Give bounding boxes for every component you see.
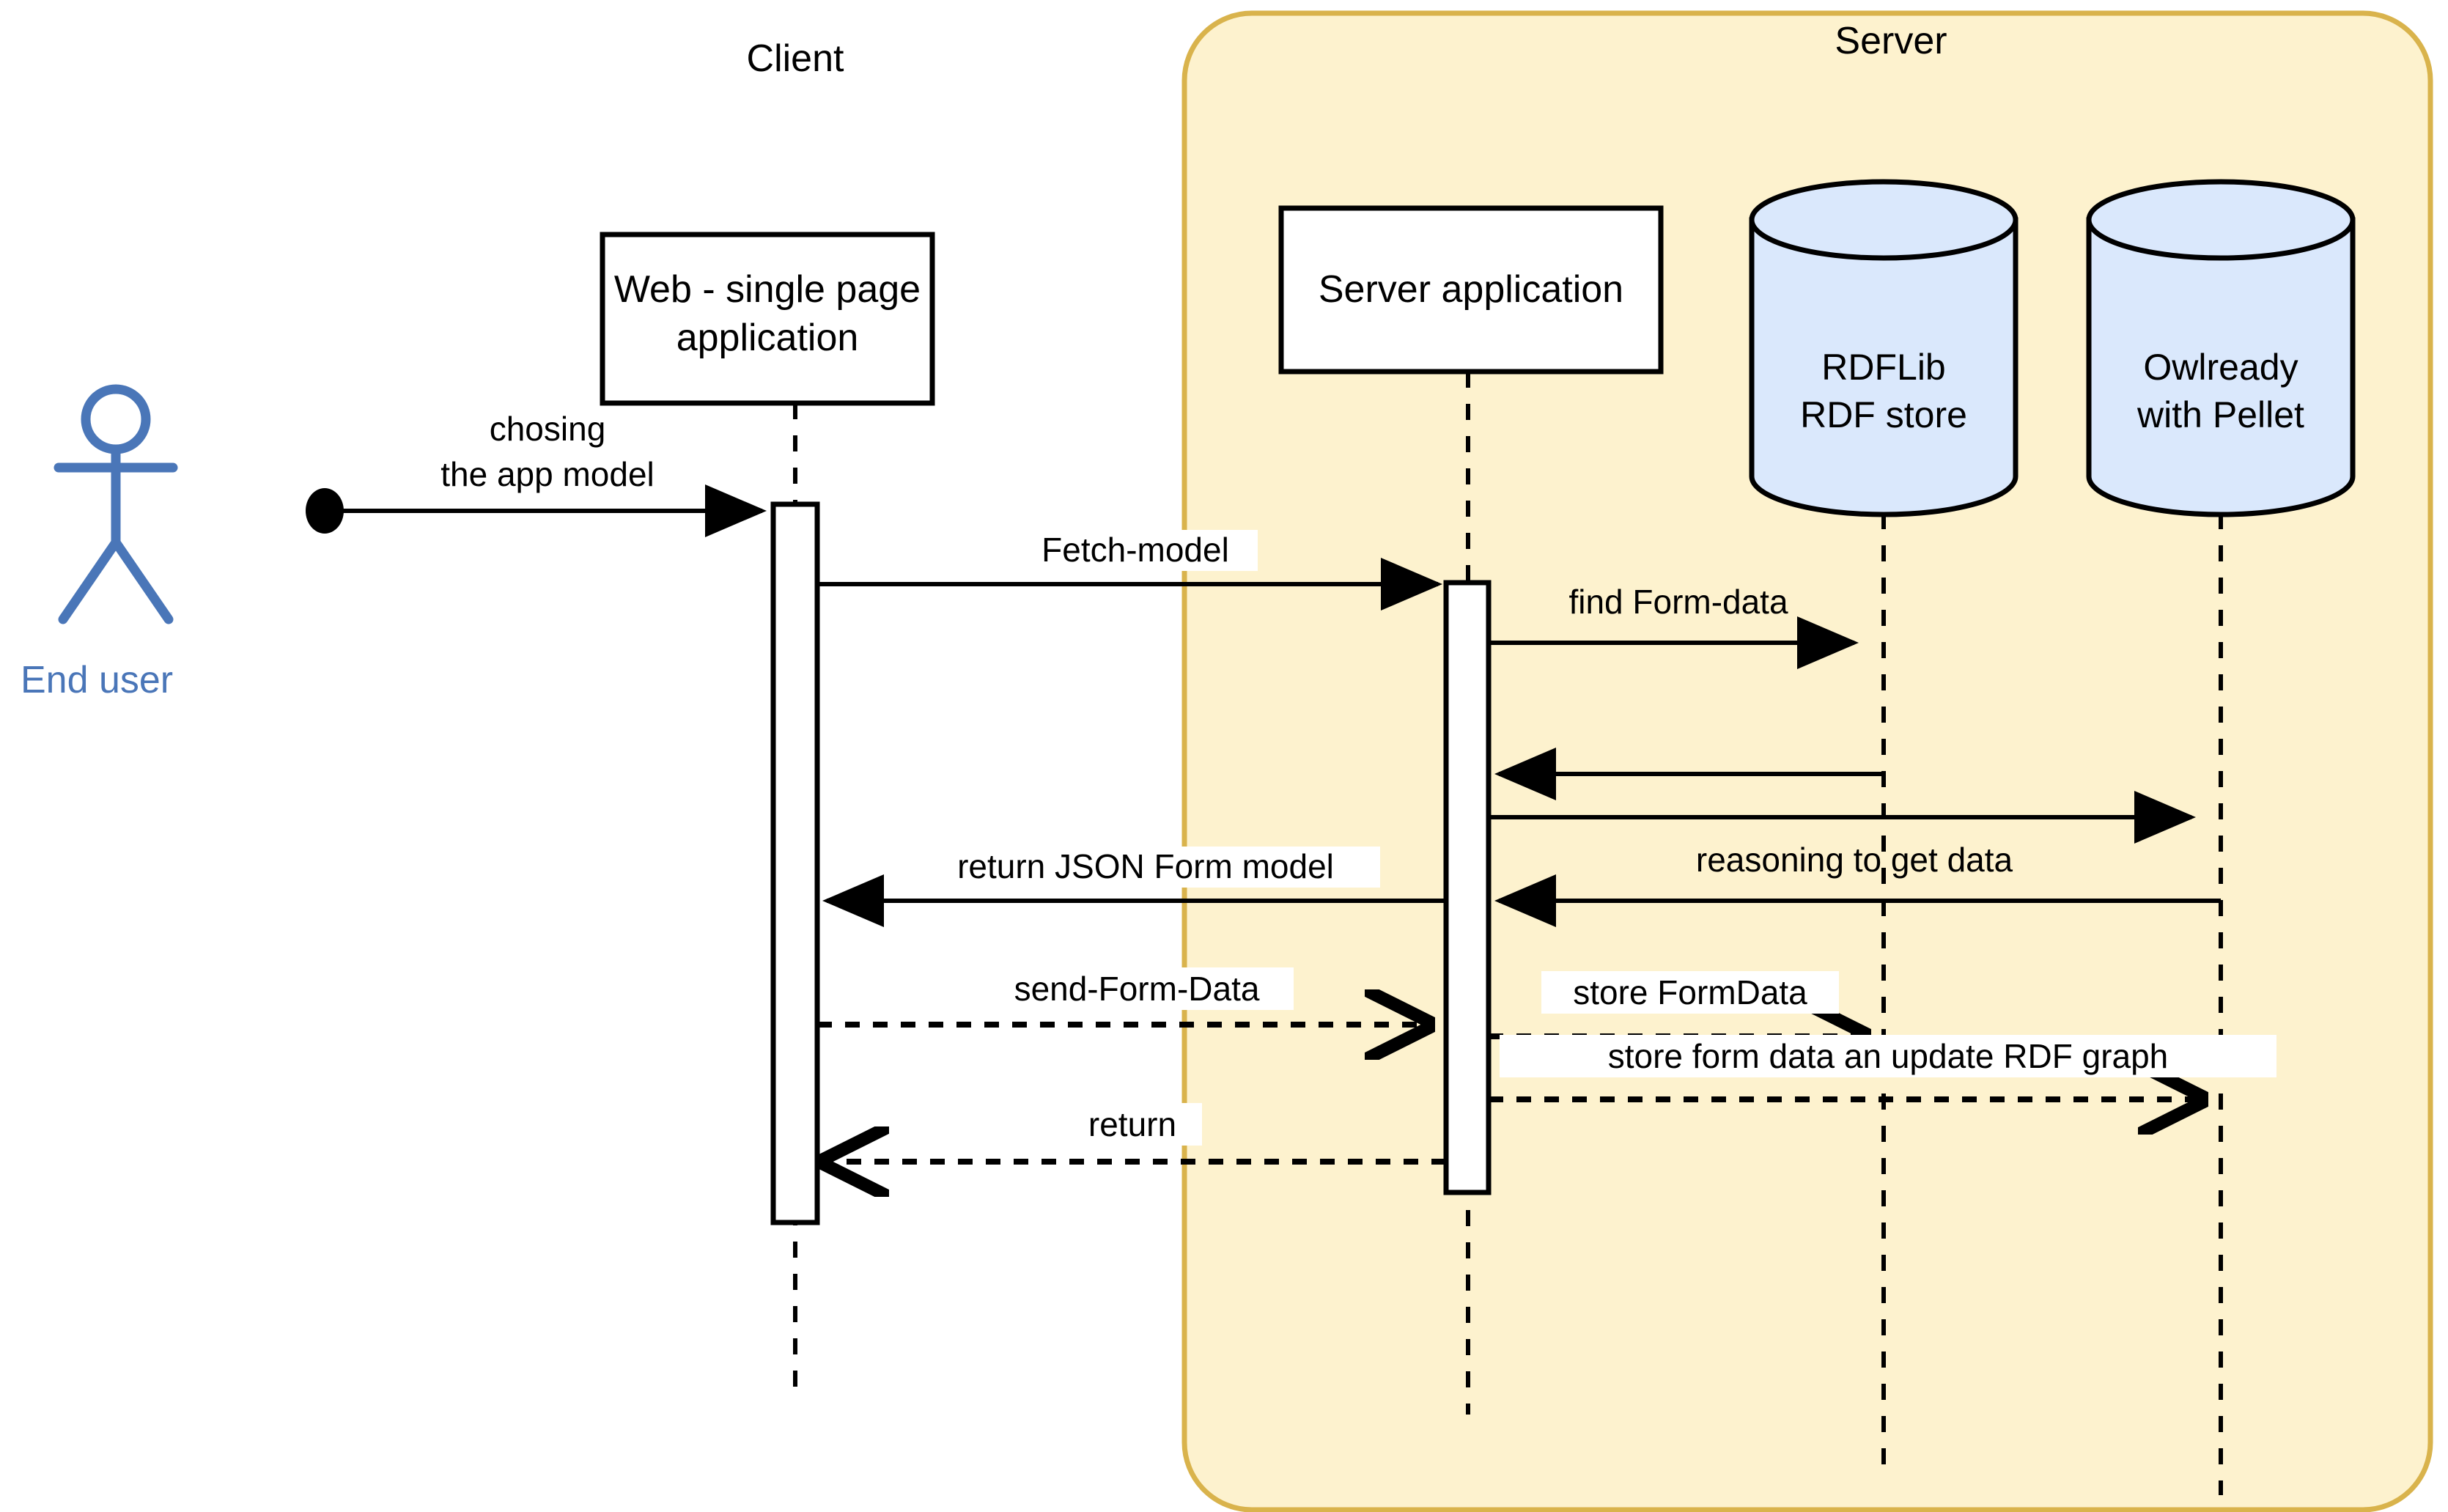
message-label-7: return JSON Form model xyxy=(957,847,1334,885)
message-reasoning-to-get-data[interactable]: reasoning to get data xyxy=(1494,841,2221,927)
message-label-9: store FormData xyxy=(1573,973,1807,1011)
message-label-1-line2: the app model xyxy=(440,455,655,493)
message-label-6: reasoning to get data xyxy=(1696,841,2013,879)
participant-serverapp[interactable]: Server application xyxy=(1278,205,1664,375)
message-return-json-form-model[interactable]: return JSON Form model xyxy=(822,847,1446,927)
actor-end-user[interactable]: End user xyxy=(21,384,178,701)
message-send-form-data[interactable]: send-Form-Data xyxy=(817,967,1429,1025)
server-group-label: Server xyxy=(1835,20,1947,62)
message-label-8: send-Form-Data xyxy=(1014,970,1260,1008)
client-group-label: Client xyxy=(747,37,844,80)
participant-rdflib-label-line2: RDF store xyxy=(1800,394,1967,435)
found-message-dot-icon xyxy=(306,488,344,534)
message-label-11: return xyxy=(1088,1105,1176,1143)
participant-webapp[interactable]: Web - single page application xyxy=(600,232,935,406)
participant-owlready-label-line2: with Pellet xyxy=(2137,394,2304,435)
message-label-10: store form data an update RDF graph xyxy=(1608,1037,2169,1075)
stick-figure-actor-icon xyxy=(54,384,178,624)
participant-rdflib[interactable]: RDFLib RDF store xyxy=(1749,179,2019,517)
message-label-2: Fetch-model xyxy=(1041,531,1229,569)
participant-serverapp-label: Server application xyxy=(1319,268,1623,311)
actor-label: End user xyxy=(21,659,173,701)
participant-rdflib-label-line1: RDFLib xyxy=(1821,347,1945,388)
message-label-3: find Form-data xyxy=(1568,583,1788,621)
message-fetch-model[interactable]: Fetch-model xyxy=(817,530,1442,611)
participant-owlready[interactable]: Owlready with Pellet xyxy=(2086,179,2356,517)
participant-webapp-label-line2: application xyxy=(676,317,859,359)
message-label-1-line1: chosing xyxy=(490,410,606,448)
message-find-form-data[interactable]: find Form-data xyxy=(1489,583,1859,669)
participant-owlready-label-line1: Owlready xyxy=(2143,347,2298,388)
activation-bar-webapp xyxy=(770,501,820,1225)
participant-webapp-label-line1: Web - single page xyxy=(614,268,921,311)
activation-bar-serverapp xyxy=(1443,580,1492,1195)
message-chosing-the-app-model[interactable]: chosing the app model xyxy=(306,410,767,537)
message-return[interactable]: return xyxy=(825,1103,1446,1162)
message-store-form-data-update-rdf-graph[interactable]: store form data an update RDF graph xyxy=(1489,1035,2276,1099)
